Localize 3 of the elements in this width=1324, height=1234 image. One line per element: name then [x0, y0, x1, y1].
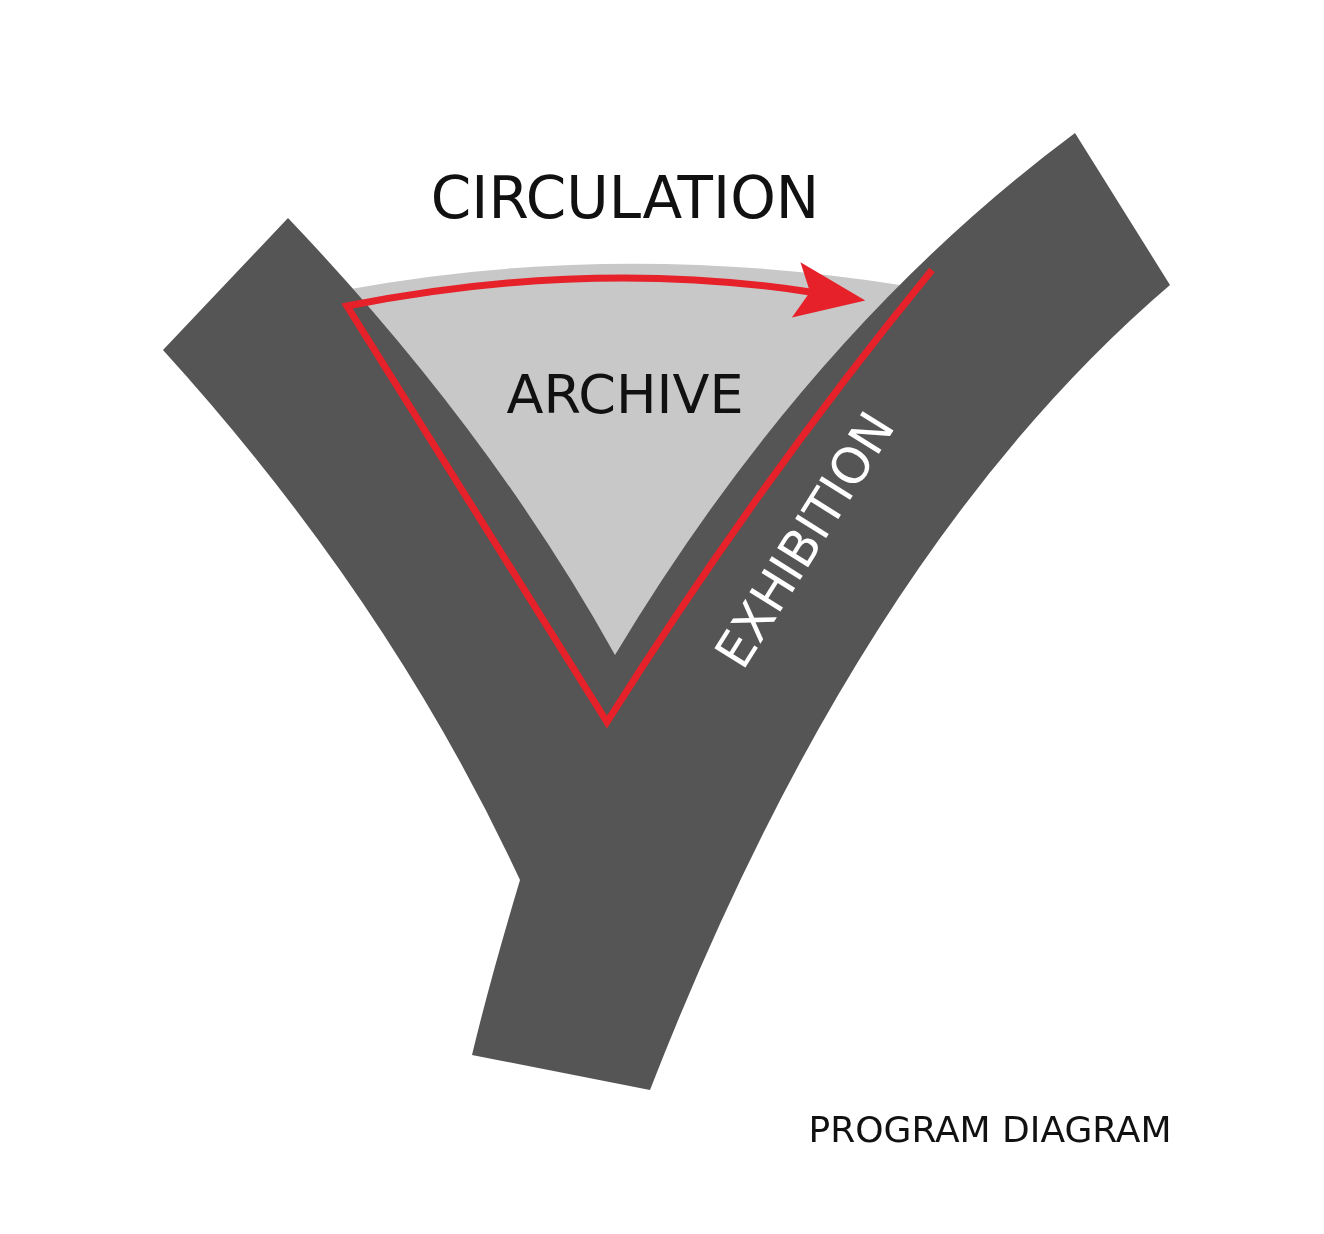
circulation-arrow	[343, 262, 935, 726]
flow-label: CIRCULATION	[430, 169, 820, 227]
caption: PROGRAM DIAGRAM	[808, 1112, 1172, 1148]
